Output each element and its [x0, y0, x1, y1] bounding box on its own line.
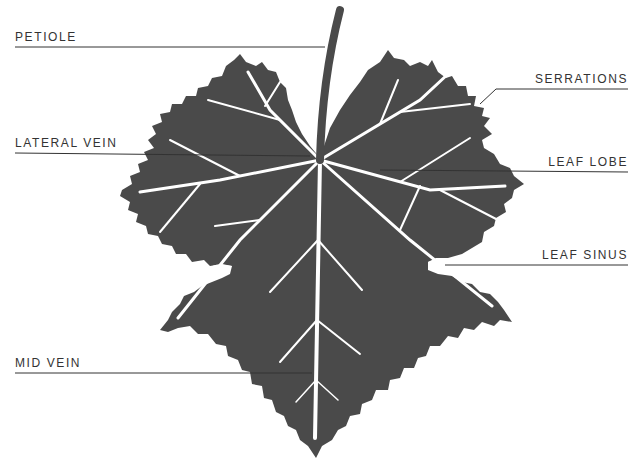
petiole [320, 10, 340, 160]
part-label: MID VEIN [15, 356, 81, 370]
part-label: LATERAL VEIN [15, 136, 118, 150]
leader-lines [15, 47, 628, 373]
part-label: SERRATIONS [535, 72, 628, 86]
part-label: LEAF LOBE [548, 155, 628, 169]
part-label: PETIOLE [15, 30, 77, 44]
part-label: LEAF SINUS [542, 248, 628, 262]
